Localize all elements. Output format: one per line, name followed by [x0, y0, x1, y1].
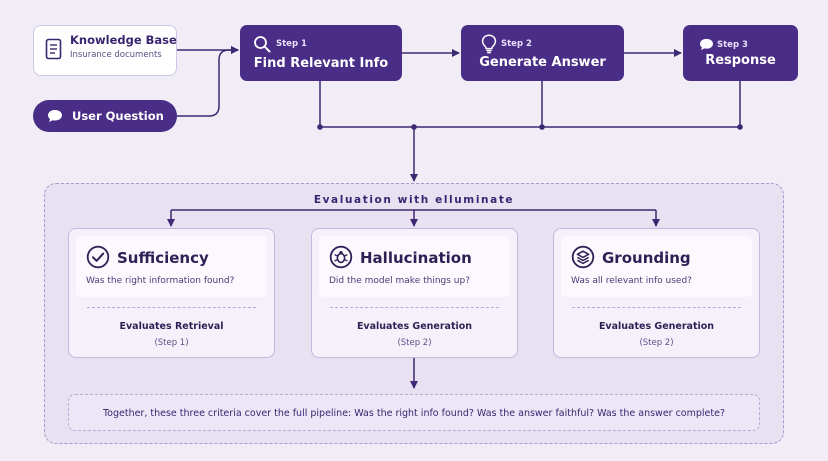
- criterion-question: Did the model make things up?: [329, 276, 470, 286]
- criterion-question: Was the right information found?: [86, 276, 235, 286]
- criterion-step-ref: (Step 2): [639, 338, 674, 348]
- criterion-card-header: Grounding Was all relevant info used?: [561, 236, 752, 297]
- step-1-node: Step 1 Find Relevant Info: [240, 25, 402, 81]
- lightbulb-icon: [481, 34, 497, 54]
- step-3-title: Response: [705, 53, 776, 68]
- chat-bubble-icon: [700, 38, 713, 51]
- criterion-card-header: Hallucination Did the model make things …: [319, 236, 510, 297]
- knowledge-base-title: Knowledge Base: [70, 33, 177, 47]
- step-1-title: Find Relevant Info: [253, 56, 389, 71]
- criterion-evaluates: Evaluates Generation: [356, 321, 473, 332]
- step-3-node: Step 3 Response: [683, 25, 798, 81]
- criterion-evaluates: Evaluates Generation: [598, 321, 715, 332]
- knowledge-base-subtitle: Insurance documents: [70, 50, 162, 60]
- step-2-label: Step 2: [501, 39, 532, 49]
- question-to-step1-arrow: [177, 46, 239, 117]
- search-icon: [254, 36, 271, 53]
- criterion-card-header: Sufficiency Was the right information fo…: [76, 236, 267, 297]
- criterion-name: Grounding: [602, 249, 691, 267]
- criterion-step-ref: (Step 2): [397, 338, 432, 348]
- step-2-title: Generate Answer: [479, 55, 606, 70]
- divider: [87, 307, 256, 308]
- criterion-name: Hallucination: [360, 249, 472, 267]
- criterion-evaluates: Evaluates Retrieval: [119, 321, 224, 332]
- bug-icon: [329, 245, 353, 269]
- criterion-question: Was all relevant info used?: [571, 276, 692, 286]
- check-circle-icon: [86, 245, 110, 269]
- chat-bubble-icon: [48, 110, 62, 122]
- divider: [572, 307, 741, 308]
- divider: [330, 307, 499, 308]
- step-3-label: Step 3: [717, 40, 748, 50]
- criterion-step-ref: (Step 1): [154, 338, 189, 348]
- step-1-label: Step 1: [276, 39, 307, 49]
- user-question-node: User Question: [33, 100, 177, 132]
- document-icon: [45, 38, 62, 60]
- step-2-node: Step 2 Generate Answer: [461, 25, 624, 81]
- criterion-card-hallucination: Hallucination Did the model make things …: [311, 228, 518, 358]
- layers-icon: [571, 245, 595, 269]
- criterion-card-grounding: Grounding Was all relevant info used? Ev…: [553, 228, 760, 358]
- criterion-card-sufficiency: Sufficiency Was the right information fo…: [68, 228, 275, 358]
- summary-box: Together, these three criteria cover the…: [68, 394, 760, 431]
- evaluation-title: Evaluation with elluminate: [313, 194, 515, 206]
- criterion-name: Sufficiency: [117, 249, 209, 267]
- user-question-label: User Question: [72, 109, 164, 123]
- knowledge-base-node: Knowledge Base Insurance documents: [33, 25, 177, 76]
